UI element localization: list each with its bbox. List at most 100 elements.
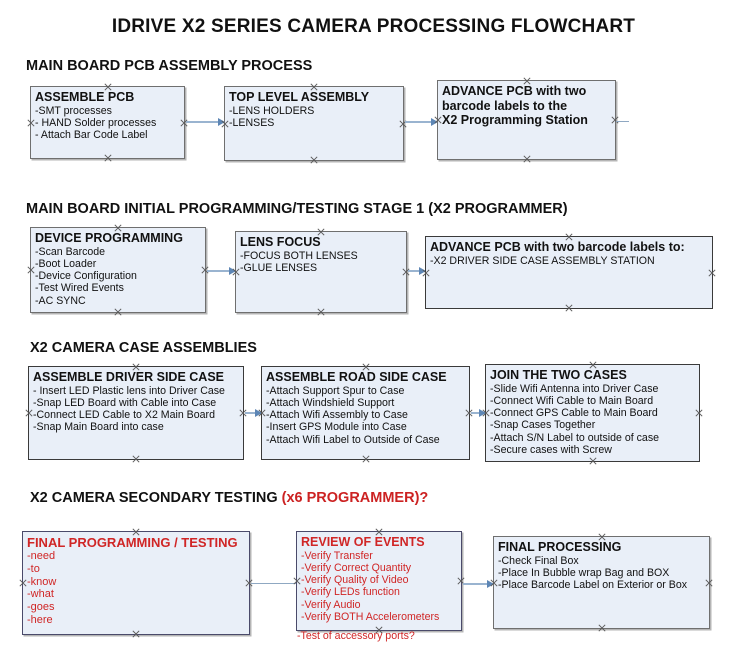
node-title: FINAL PROGRAMMING / TESTING bbox=[27, 535, 238, 550]
node-top-level-assembly[interactable]: TOP LEVEL ASSEMBLY -LENS HOLDERS -LENSES bbox=[224, 86, 404, 161]
node-assemble-pcb[interactable]: ASSEMBLE PCB -SMT processes - HAND Solde… bbox=[30, 86, 185, 159]
node-line: - HAND Solder processes bbox=[35, 116, 157, 129]
node-line: -FOCUS BOTH LENSES bbox=[240, 249, 358, 262]
node-line: -AC SYNC bbox=[35, 294, 86, 307]
node-line: -GLUE LENSES bbox=[240, 261, 318, 274]
connection-handle-bottom[interactable] bbox=[103, 154, 112, 163]
section-heading-main-board-pcb-assembly: MAIN BOARD PCB ASSEMBLY PROCESS bbox=[26, 58, 312, 74]
node-body: TOP LEVEL ASSEMBLY -LENS HOLDERS -LENSES bbox=[225, 87, 403, 129]
connection-handle-bottom[interactable] bbox=[317, 308, 326, 317]
node-line: -Attach Windshield Support bbox=[266, 396, 395, 409]
node-line: -Verify BOTH Accelerometers bbox=[301, 610, 440, 623]
arrow-head-icon bbox=[487, 580, 494, 588]
node-line: -Insert GPS Module into Case bbox=[266, 421, 407, 434]
node-line: -Attach S/N Label to outside of case bbox=[490, 431, 660, 444]
node-review-of-events[interactable]: REVIEW OF EVENTS -Verify Transfer -Verif… bbox=[296, 531, 462, 631]
node-device-programming[interactable]: DEVICE PROGRAMMING -Scan Barcode -Boot L… bbox=[30, 227, 206, 313]
connection-handle-bottom[interactable] bbox=[310, 156, 319, 165]
node-line: -Connect Wifi Cable to Main Board bbox=[490, 394, 654, 407]
section-heading-x2-camera-secondary-testing: X2 CAMERA SECONDARY TESTING (x6 PROGRAMM… bbox=[30, 490, 428, 506]
node-line: -Verify Quality of Video bbox=[301, 574, 409, 587]
connection-handle-bottom[interactable] bbox=[597, 624, 606, 633]
node-title: ASSEMBLE PCB bbox=[35, 90, 135, 104]
node-line: -Connect GPS Cable to Main Board bbox=[490, 407, 658, 420]
node-assemble-road-side-case[interactable]: ASSEMBLE ROAD SIDE CASE -Attach Support … bbox=[261, 366, 470, 460]
node-title: ADVANCE PCB with two bbox=[442, 84, 587, 98]
connector-device-programming-to-lens-focus bbox=[207, 267, 236, 275]
node-line: -Snap LED Board with Cable into Case bbox=[33, 396, 217, 409]
node-line: -Secure cases with Screw bbox=[490, 443, 612, 456]
node-title: FINAL PROCESSING bbox=[498, 540, 622, 554]
connection-handle-right[interactable] bbox=[708, 268, 717, 277]
node-title: REVIEW OF EVENTS bbox=[301, 535, 425, 549]
node-line: -Snap Main Board into case bbox=[33, 421, 164, 434]
page-title: IDRIVE X2 SERIES CAMERA PROCESSING FLOWC… bbox=[111, 16, 636, 37]
section-heading-red-text: (x6 PROGRAMMER)? bbox=[281, 490, 429, 506]
node-line: -Boot Loader bbox=[35, 257, 97, 270]
section-heading-text: X2 CAMERA CASE ASSEMBLIES bbox=[30, 340, 257, 356]
node-title: ASSEMBLE DRIVER SIDE CASE bbox=[33, 370, 225, 384]
node-line: -LENSES bbox=[229, 116, 275, 129]
connection-handle-bottom[interactable] bbox=[132, 630, 141, 639]
node-final-programming-testing[interactable]: FINAL PROGRAMMING / TESTING -need -to -k… bbox=[22, 531, 250, 635]
connector-review-events-to-final-processing bbox=[463, 580, 494, 588]
node-body: ADVANCE PCB with two barcode labels to: … bbox=[426, 237, 712, 267]
connector-lens-focus-to-advance-pcb-driver bbox=[408, 267, 426, 275]
node-line: -need bbox=[27, 550, 56, 563]
node-assemble-driver-side-case[interactable]: ASSEMBLE DRIVER SIDE CASE - Insert LED P… bbox=[28, 366, 244, 460]
section-heading-text: MAIN BOARD INITIAL PROGRAMMING/TESTING S… bbox=[26, 201, 568, 217]
node-title: ASSEMBLE ROAD SIDE CASE bbox=[266, 370, 447, 384]
node-line: -LENS HOLDERS bbox=[229, 104, 315, 117]
connector-stub-right-1 bbox=[616, 121, 629, 122]
connector-assemble-pcb-to-top-level bbox=[186, 118, 225, 126]
node-line: -Verify Transfer bbox=[301, 549, 373, 562]
node-line: -Attach Wifi Label to Outside of Case bbox=[266, 433, 440, 446]
node-body: FINAL PROGRAMMING / TESTING -need -to -k… bbox=[23, 532, 249, 627]
arrow-head-icon bbox=[431, 118, 438, 126]
node-line: -here bbox=[27, 613, 53, 626]
connection-handle-bottom[interactable] bbox=[361, 455, 370, 464]
node-body: FINAL PROCESSING -Check Final Box -Place… bbox=[494, 537, 709, 591]
arrow-head-icon bbox=[229, 267, 236, 275]
node-line: -Place Barcode Label on Exterior or Box bbox=[498, 579, 688, 592]
node-line: -SMT processes bbox=[35, 104, 112, 117]
node-body: ASSEMBLE DRIVER SIDE CASE - Insert LED P… bbox=[29, 367, 243, 434]
node-final-processing[interactable]: FINAL PROCESSING -Check Final Box -Place… bbox=[493, 536, 710, 629]
node-advance-pcb-to-programming-station[interactable]: ADVANCE PCB with two barcode labels to t… bbox=[437, 80, 616, 160]
connection-handle-bottom[interactable] bbox=[565, 304, 574, 313]
section-heading-x2-camera-case-assemblies: X2 CAMERA CASE ASSEMBLIES bbox=[30, 340, 257, 356]
node-title: JOIN THE TWO CASES bbox=[490, 368, 627, 382]
node-body: LENS FOCUS -FOCUS BOTH LENSES -GLUE LENS… bbox=[236, 232, 406, 274]
section-heading-main-board-initial-programming: MAIN BOARD INITIAL PROGRAMMING/TESTING S… bbox=[26, 201, 568, 217]
node-lens-focus[interactable]: LENS FOCUS -FOCUS BOTH LENSES -GLUE LENS… bbox=[235, 231, 407, 313]
node-body: DEVICE PROGRAMMING -Scan Barcode -Boot L… bbox=[31, 228, 205, 307]
connection-handle-bottom[interactable] bbox=[522, 155, 531, 164]
node-line: -what bbox=[27, 588, 54, 601]
node-line: -Verify Audio bbox=[301, 598, 361, 611]
node-title-line3: X2 Programming Station bbox=[442, 113, 588, 127]
node-join-the-two-cases[interactable]: JOIN THE TWO CASES -Slide Wifi Antenna i… bbox=[485, 364, 700, 462]
arrow-head-icon bbox=[255, 409, 262, 417]
node-title: LENS FOCUS bbox=[240, 235, 321, 249]
node-line: - Insert LED Plastic lens into Driver Ca… bbox=[33, 384, 225, 397]
node-line: -Snap Cases Together bbox=[490, 419, 596, 432]
node-body: ADVANCE PCB with two barcode labels to t… bbox=[438, 81, 615, 128]
node-line: -Attach Wifi Assembly to Case bbox=[266, 409, 408, 422]
node-line: -Connect LED Cable to X2 Main Board bbox=[33, 409, 215, 422]
node-line: -know bbox=[27, 575, 57, 588]
node-line: -Verify Correct Quantity bbox=[301, 561, 412, 574]
node-line: -Slide Wifi Antenna into Driver Case bbox=[490, 382, 659, 395]
connection-handle-bottom[interactable] bbox=[588, 457, 597, 466]
node-line: -Attach Support Spur to Case bbox=[266, 384, 405, 397]
connection-handle-bottom[interactable] bbox=[114, 308, 123, 317]
node-line: -Check Final Box bbox=[498, 554, 579, 567]
node-title-line2: barcode labels to the bbox=[442, 98, 568, 113]
connector-driver-case-to-road-case bbox=[245, 409, 262, 417]
connector-road-case-to-join-cases bbox=[471, 409, 486, 417]
node-body: REVIEW OF EVENTS -Verify Transfer -Verif… bbox=[297, 532, 461, 623]
node-line: - Attach Bar Code Label bbox=[35, 129, 148, 142]
node-advance-pcb-driver-side-station[interactable]: ADVANCE PCB with two barcode labels to: … bbox=[425, 236, 713, 309]
connection-handle-bottom[interactable] bbox=[132, 455, 141, 464]
node-body: ASSEMBLE PCB -SMT processes - HAND Solde… bbox=[31, 87, 184, 141]
